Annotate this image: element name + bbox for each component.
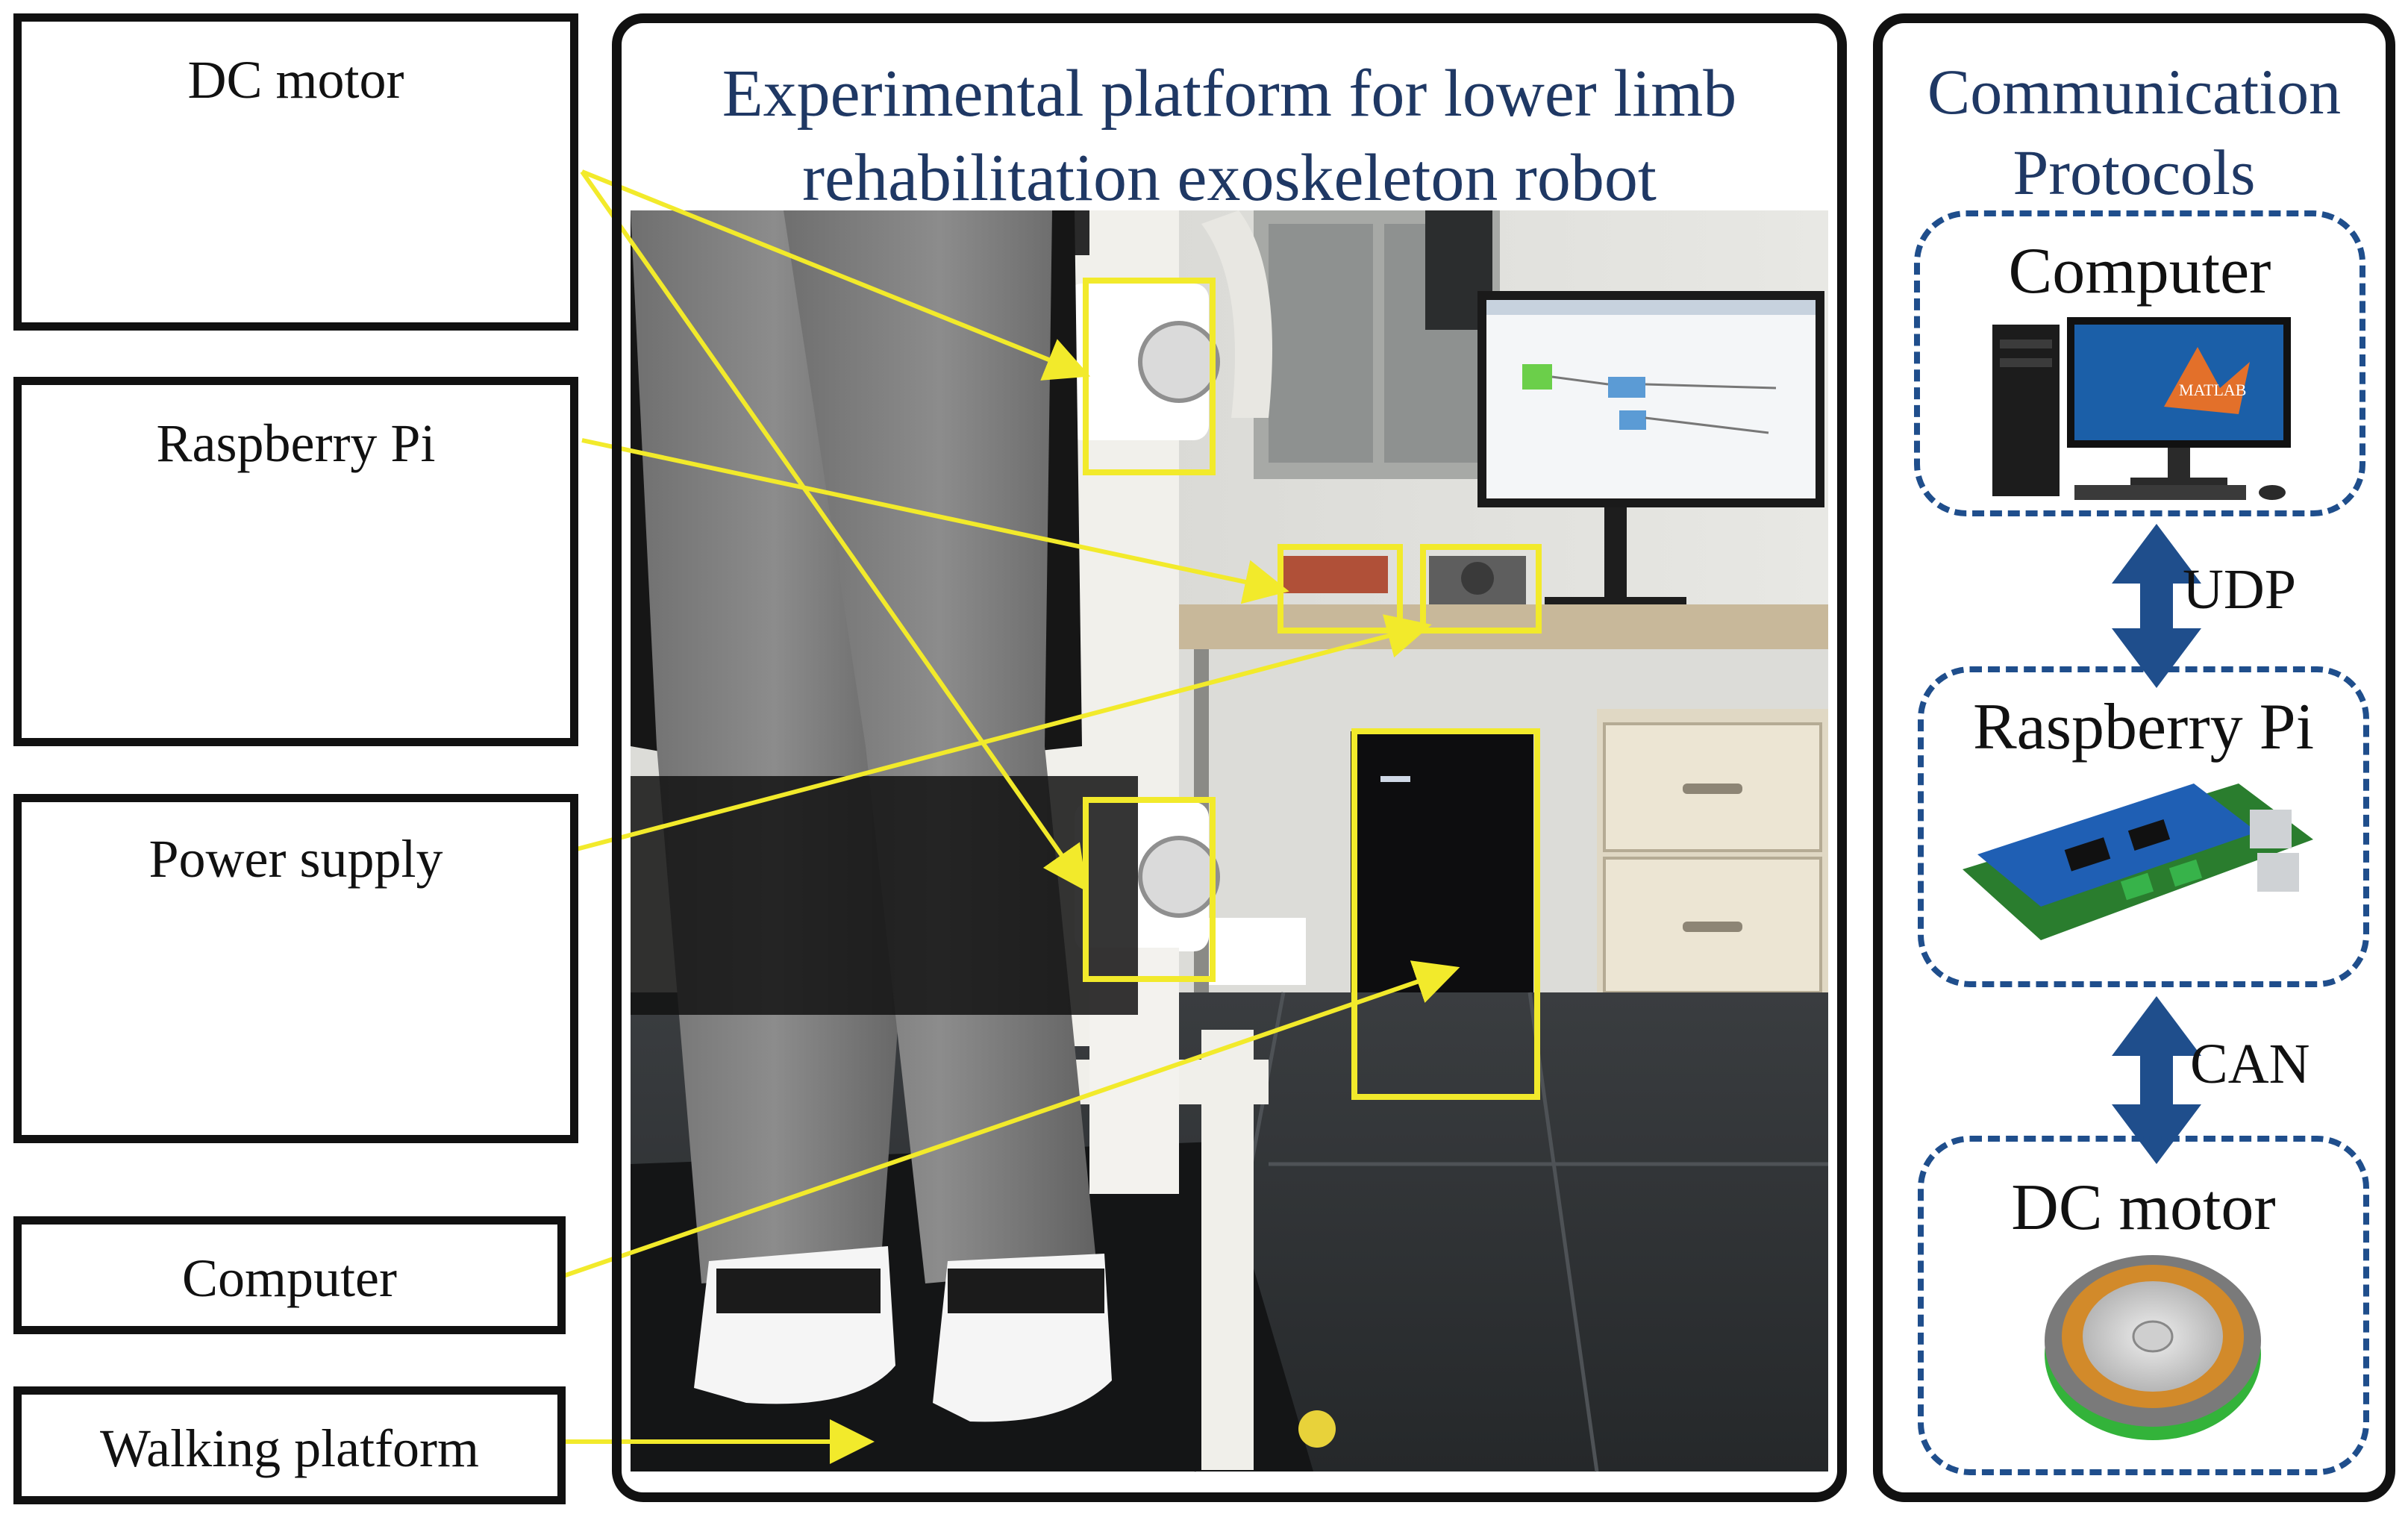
callout-arrows	[563, 169, 1460, 1464]
center-title-line-1: Experimental platform for lower limb	[722, 57, 1737, 131]
node-label-raspberry-pi: Raspberry Pi	[1972, 691, 2315, 763]
component-box-power-supply: Power supply	[13, 794, 578, 1143]
matlab-screen-text: MATLAB	[2179, 381, 2246, 399]
arrow-raspberry-pi	[581, 438, 1289, 604]
arrow-power-supply	[570, 614, 1432, 853]
protocol-label-can: CAN	[2190, 1033, 2310, 1095]
component-box-computer: Computer	[13, 1216, 566, 1334]
dc-motor-icon	[2045, 1255, 2261, 1440]
component-label-raspberry-pi: Raspberry Pi	[156, 413, 436, 473]
right-title-line-1: Communication	[1927, 56, 2342, 128]
lab-photo	[631, 210, 1828, 1472]
component-label-power-supply: Power supply	[148, 829, 443, 889]
node-box-computer: Computer	[1914, 210, 2365, 516]
component-box-walking-platform: Walking platform	[13, 1386, 566, 1504]
raspberry-pi-board-icon	[1963, 784, 2313, 940]
highlight-computer	[1351, 728, 1540, 1100]
double-arrows	[2112, 524, 2201, 1164]
component-label-computer: Computer	[182, 1248, 397, 1308]
arrow-dc-motor-lower	[580, 170, 1087, 892]
node-box-dc-motor: DC motor	[1918, 1136, 2369, 1475]
arrow-dc-motor-upper	[581, 169, 1091, 381]
node-label-dc-motor: DC motor	[2011, 1172, 2276, 1244]
component-label-walking-platform: Walking platform	[99, 1419, 480, 1478]
right-panel-title: Communication Protocols	[1883, 51, 2386, 213]
center-title-line-2: rehabilitation exoskeleton robot	[802, 141, 1657, 216]
component-label-dc-motor: DC motor	[187, 50, 404, 110]
protocol-label-udp: UDP	[2183, 558, 2297, 621]
arrow-computer	[563, 960, 1460, 1278]
communication-protocols-panel: Communication Protocols	[1873, 13, 2395, 1502]
node-box-raspberry-pi: Raspberry Pi	[1918, 666, 2369, 987]
highlight-power-supply	[1420, 544, 1542, 634]
center-panel-title: Experimental platform for lower limb reh…	[622, 51, 1837, 221]
can-double-arrow	[2112, 996, 2201, 1164]
component-box-raspberry-pi: Raspberry Pi	[13, 377, 578, 746]
component-box-dc-motor: DC motor	[13, 13, 578, 331]
experimental-platform-panel: Experimental platform for lower limb reh…	[612, 13, 1847, 1502]
right-title-line-2: Protocols	[2013, 137, 2256, 209]
computer-with-matlab-icon: MATLAB	[1992, 317, 2291, 500]
node-label-computer: Computer	[2008, 235, 2271, 307]
udp-double-arrow	[2112, 524, 2201, 688]
